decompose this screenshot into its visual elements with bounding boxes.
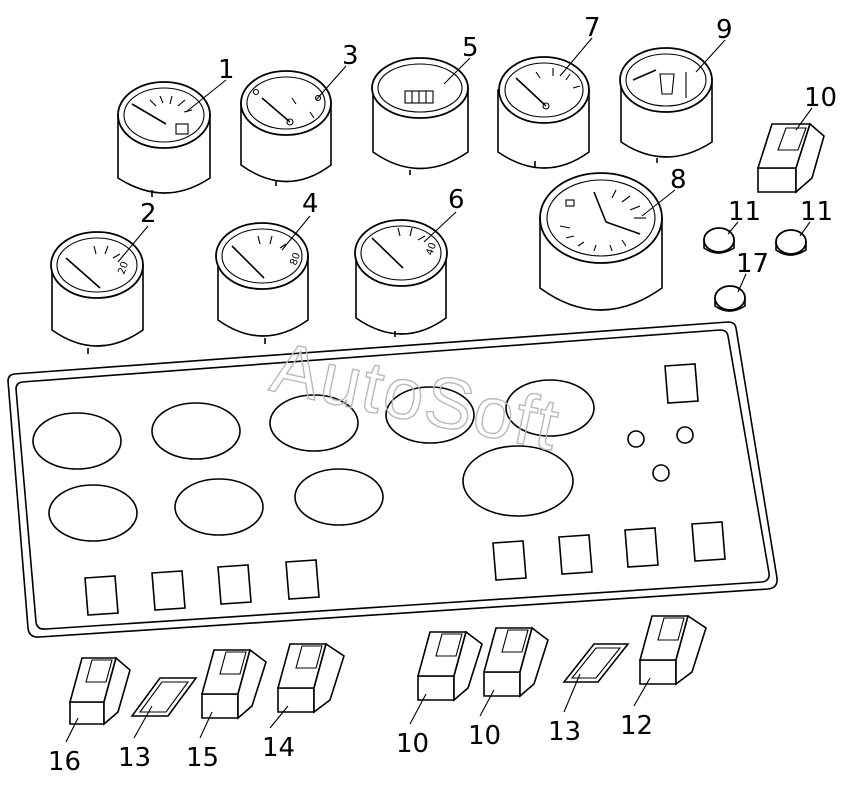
panel-cutout-2 [151,402,241,460]
gauge-6-scale-label: 40 [424,241,439,257]
callout-10-top: 10 [804,83,837,113]
panel-cutout-3 [269,394,359,452]
knob-11-right [775,229,807,256]
panel-cutout-7 [174,478,264,536]
callout-2: 2 [140,199,157,229]
callout-8: 8 [670,165,687,195]
gauge-9 [619,47,713,163]
callout-6: 6 [448,185,465,215]
panel-cutout-4 [385,386,475,444]
callout-17: 17 [736,249,769,279]
callout-10-bottom-right: 10 [468,721,501,751]
panel-cutout-large [462,445,574,517]
panel-cutout-8 [294,468,384,526]
gauge-5 [371,57,469,175]
gauge-3 [240,70,332,186]
callout-1: 1 [218,55,235,85]
callout-5: 5 [462,33,479,63]
callout-9: 9 [716,15,733,45]
callout-7: 7 [584,13,601,43]
plate-13-left [130,677,198,717]
gauge-4-scale-label: 80 [288,251,303,267]
plate-13-right [562,643,630,683]
switch-14 [276,642,345,714]
switch-12 [638,614,707,686]
switch-15 [200,648,267,720]
callout-13-left: 13 [118,743,151,773]
callout-12: 12 [620,711,653,741]
callout-10-bottom-left: 10 [396,729,429,759]
gauge-6: 40 [354,219,448,337]
gauge-8 [539,172,663,311]
callout-16: 16 [48,747,81,777]
gauge-7 [497,56,590,169]
instrument-panel [7,321,778,638]
panel-cutout-5 [505,379,595,437]
gauge-2-scale-label: 20 [116,260,131,276]
callout-3: 3 [342,41,359,71]
gauge-2: 20 [50,231,144,354]
switch-10-top [756,122,825,194]
switch-16 [68,656,131,726]
callout-15: 15 [186,743,219,773]
leader-lines [65,37,813,743]
switch-10-bottom-left [416,630,483,702]
callout-11-left: 11 [728,197,761,227]
callout-14: 14 [262,733,295,763]
knob-11-left [703,227,735,254]
callout-11-right: 11 [800,197,833,227]
gauge-1 [117,81,211,197]
gauge-4: 80 [215,222,309,344]
knob-17 [714,285,746,312]
callout-4: 4 [302,189,319,219]
panel-cutout-6 [48,484,138,542]
callout-13-right: 13 [548,717,581,747]
watermark: AutoSoft [265,327,567,466]
switch-10-bottom-right [482,626,549,698]
panel-cutout-1 [32,412,122,470]
